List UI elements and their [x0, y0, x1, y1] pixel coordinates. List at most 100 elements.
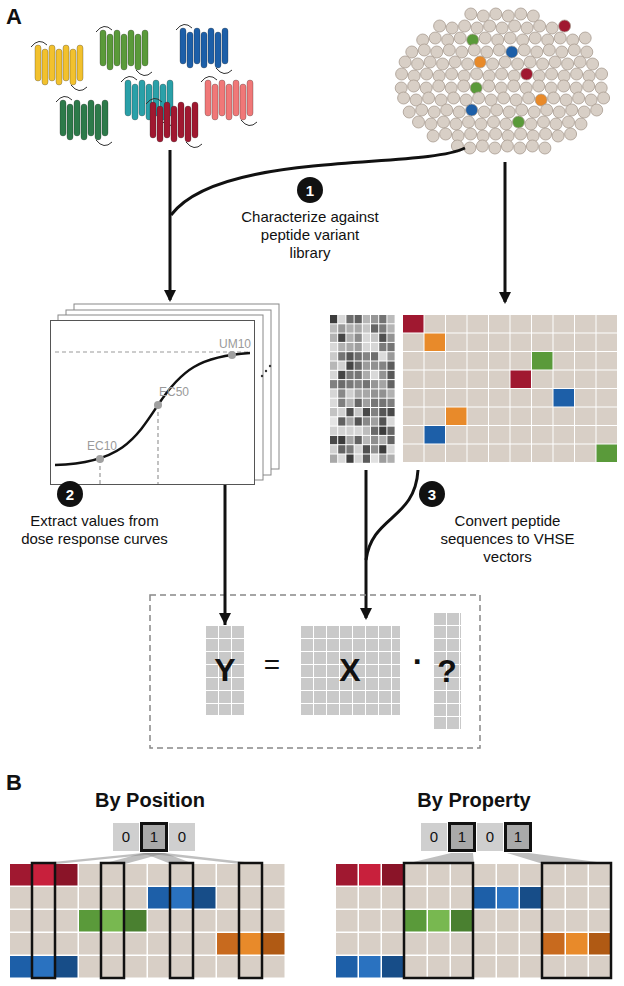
vhse-cell — [355, 334, 362, 342]
sequence-cell — [446, 389, 467, 407]
receptor-helix — [88, 100, 94, 136]
sequence-cell — [425, 371, 446, 389]
amino-acid-bead — [425, 118, 437, 130]
flow-arrow — [504, 162, 507, 302]
amino-acid-bead — [524, 56, 536, 68]
amino-acid-bead — [421, 68, 433, 80]
vhse-cell — [346, 362, 353, 370]
amino-acid-bead — [434, 20, 446, 32]
sequence-cell — [575, 315, 596, 333]
vhse-cell — [387, 417, 394, 425]
ellipsis-dot — [265, 370, 267, 372]
sequence-cell — [428, 933, 450, 955]
amino-acid-bead — [459, 20, 471, 32]
sequence-cell — [451, 933, 473, 955]
vhse-cell — [363, 334, 370, 342]
callout-number: 1 — [297, 177, 323, 203]
amino-acid-bead — [573, 92, 585, 104]
sequence-cell — [336, 864, 358, 886]
amino-acid-bead — [464, 142, 476, 154]
sequence-cell — [511, 315, 532, 333]
sequence-cell — [79, 864, 101, 886]
amino-acid-bead — [443, 44, 455, 56]
receptor-loop — [56, 96, 112, 145]
sequence-cell — [451, 956, 473, 978]
amino-acid-bead — [423, 92, 435, 104]
vhse-cell — [338, 455, 345, 463]
sequence-cell — [511, 334, 532, 352]
vhse-cell — [371, 455, 378, 463]
sequence-cell — [446, 408, 467, 426]
sequence-cell — [148, 864, 170, 886]
sequence-cell — [56, 933, 78, 955]
vhse-cell — [355, 352, 362, 360]
receptor-helix — [139, 80, 145, 116]
amino-acid-bead — [458, 80, 470, 92]
amino-acid-bead — [550, 118, 562, 130]
amino-acid-bead — [476, 140, 488, 152]
feature-matrix: X — [300, 625, 400, 715]
amino-acid-bead — [540, 128, 552, 140]
receptor-helix — [194, 28, 200, 64]
amino-acid-bead — [413, 116, 425, 128]
receptor-loop — [146, 98, 202, 147]
vhse-cell — [387, 324, 394, 332]
sequence-cell — [446, 352, 467, 370]
amino-acid-bead — [534, 20, 546, 32]
sequence-cell — [520, 887, 542, 909]
sequence-cell — [489, 315, 510, 333]
sequence-cell — [497, 956, 519, 978]
vhse-cell — [379, 315, 386, 323]
vector-cell: 1 — [448, 822, 476, 852]
sequence-cell — [79, 933, 101, 955]
sequence-cell — [554, 334, 575, 352]
sequence-cell — [511, 445, 532, 463]
sequence-cell — [56, 864, 78, 886]
sequence-cell — [566, 887, 588, 909]
sequence-cell — [425, 334, 446, 352]
sequence-cell — [403, 334, 424, 352]
vhse-cell — [363, 352, 370, 360]
sequence-cell — [468, 445, 489, 463]
receptor-helix — [222, 28, 228, 64]
connector-line — [224, 485, 227, 625]
amino-acid-bead — [512, 58, 524, 70]
vhse-cell — [338, 417, 345, 425]
sequence-cell — [405, 933, 427, 955]
receptor-helix — [164, 102, 170, 138]
amino-acid-bead — [565, 128, 577, 140]
sequence-cell — [10, 864, 32, 886]
sequence-cell — [511, 408, 532, 426]
amino-acid-bead — [539, 142, 551, 154]
sequence-cell — [10, 910, 32, 932]
amino-acid-bead — [491, 104, 503, 116]
vhse-cell — [387, 362, 394, 370]
vhse-cell — [355, 417, 362, 425]
receptor-helix — [150, 102, 156, 138]
receptor-helix — [178, 102, 184, 138]
amino-acid-bead — [465, 8, 477, 20]
node-text: 2 — [66, 486, 74, 503]
vhse-cell — [338, 343, 345, 351]
sequence-cell — [148, 887, 170, 909]
selection-outline — [32, 863, 55, 978]
vhse-cell — [379, 371, 386, 379]
curve-annotation: UM10 — [219, 337, 251, 351]
vhse-cell — [346, 436, 353, 444]
sequence-cell — [589, 887, 611, 909]
sequence-cell — [554, 445, 575, 463]
receptor-helix — [142, 30, 148, 66]
vhse-cell — [379, 334, 386, 342]
vhse-cell — [371, 334, 378, 342]
sequence-cell — [217, 956, 239, 978]
amino-acid-bead — [437, 58, 449, 70]
receptor-helix — [56, 49, 62, 85]
sequence-cell — [405, 956, 427, 978]
sequence-cell — [451, 910, 473, 932]
sequence-cell — [511, 371, 532, 389]
vhse-cell — [387, 389, 394, 397]
sequence-cell — [575, 426, 596, 444]
amino-acid-bead — [579, 32, 591, 44]
sequence-cell — [520, 910, 542, 932]
vhse-cell — [330, 408, 337, 416]
